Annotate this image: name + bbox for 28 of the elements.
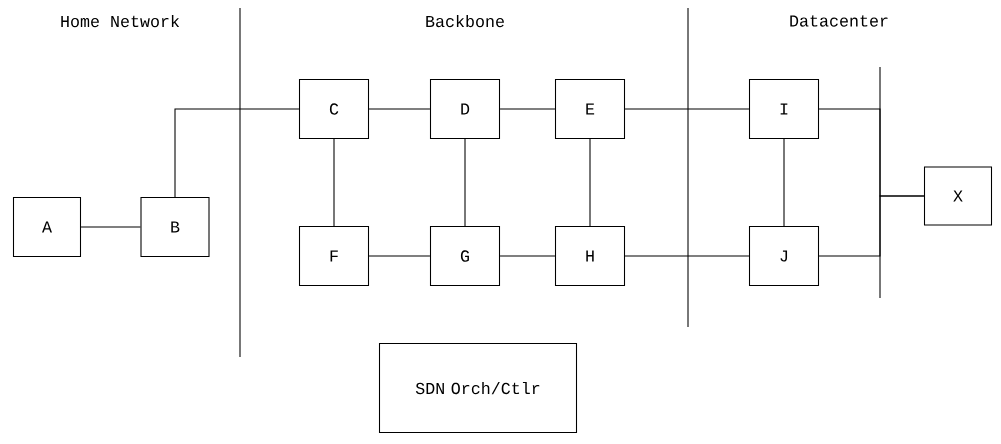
node-box: A: [12, 196, 82, 258]
connector-line: [174, 108, 300, 198]
node-box: I: [748, 78, 820, 140]
connector-line: [80, 226, 141, 228]
controller-box: SDN Orch/Ctlr: [378, 342, 578, 434]
node-box: J: [748, 225, 820, 287]
connector-line: [818, 195, 925, 257]
connector-line: [368, 108, 431, 110]
connector-line: [624, 255, 750, 257]
connector-line: [499, 108, 556, 110]
connector-line: [783, 138, 785, 227]
node-box: F: [298, 225, 370, 287]
zone-label: Backbone: [426, 14, 504, 28]
connector-line: [464, 138, 466, 227]
node-box: C: [298, 78, 370, 140]
zone-label: Datacenter: [790, 15, 888, 27]
node-box: X: [923, 166, 993, 226]
node-box: G: [429, 225, 501, 287]
connector-line: [624, 108, 750, 110]
connector-line: [368, 255, 431, 257]
connector-line: [499, 255, 556, 257]
zone-label: Home Network: [61, 14, 180, 28]
connector-line: [589, 138, 591, 227]
node-box: H: [554, 225, 626, 287]
node-box: D: [429, 78, 501, 140]
connector-line: [333, 138, 335, 227]
node-box: E: [554, 78, 626, 140]
node-box: B: [140, 196, 210, 258]
